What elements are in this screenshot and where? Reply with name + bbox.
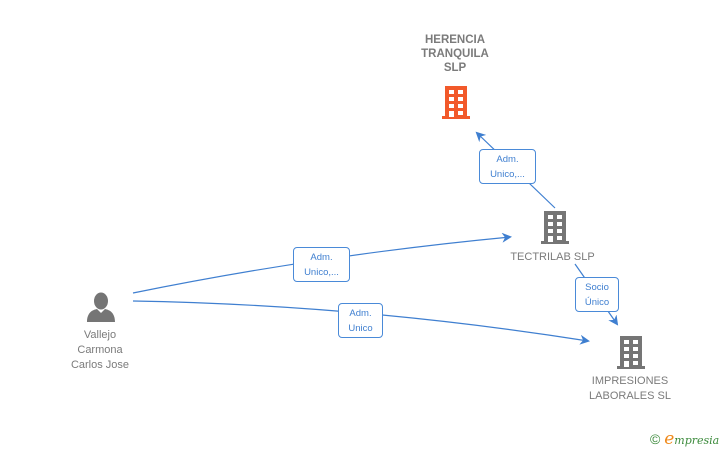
- label-line: SLP: [443, 62, 467, 74]
- label-line: Carmona: [77, 344, 123, 356]
- copyright-icon: ©: [650, 431, 661, 447]
- label-line: HERENCIA: [424, 34, 486, 46]
- edge-label-person-impresiones[interactable]: Adm. Unico: [338, 303, 383, 338]
- person-icon[interactable]: [86, 291, 116, 323]
- building-icon-highlighted[interactable]: [440, 84, 472, 120]
- label-line: TRANQUILA: [421, 48, 489, 60]
- edge-label-line: Adm.: [310, 252, 333, 263]
- edge-label-line: Unico,...: [490, 169, 525, 180]
- node-label-tectrilab[interactable]: TECTRILAB SLP: [510, 251, 595, 263]
- edge-label-line: Adm.: [349, 308, 372, 319]
- edge-label-line: Único: [584, 297, 610, 308]
- edge-label-person-tectrilab[interactable]: Adm. Unico,...: [293, 247, 350, 282]
- edge-label-line: Socio: [585, 282, 609, 293]
- node-label-person[interactable]: Vallejo Carmona Carlos Jose: [50, 328, 150, 373]
- edge-label-tectrilab-herencia[interactable]: Adm. Unico,...: [479, 149, 536, 184]
- brand-initial: e: [664, 429, 675, 449]
- empresia-logo: © empresia: [650, 429, 719, 449]
- node-label-impresiones[interactable]: IMPRESIONES LABORALES SL: [570, 374, 690, 404]
- building-icon[interactable]: [539, 209, 571, 245]
- edge-label-line: Adm.: [496, 154, 519, 165]
- building-icon[interactable]: [615, 334, 647, 370]
- edge-label-tectrilab-impresiones[interactable]: Socio Único: [575, 277, 619, 312]
- label-line: LABORALES SL: [589, 390, 671, 402]
- brand-name: mpresia: [674, 434, 720, 447]
- edge-label-line: Unico: [348, 323, 373, 334]
- label-line: Vallejo: [83, 329, 117, 341]
- edge-label-line: Unico,...: [304, 267, 339, 278]
- node-label-herencia[interactable]: HERENCIA TRANQUILA SLP: [400, 33, 510, 75]
- label-line: IMPRESIONES: [591, 375, 669, 387]
- label-line: Carlos Jose: [70, 359, 130, 371]
